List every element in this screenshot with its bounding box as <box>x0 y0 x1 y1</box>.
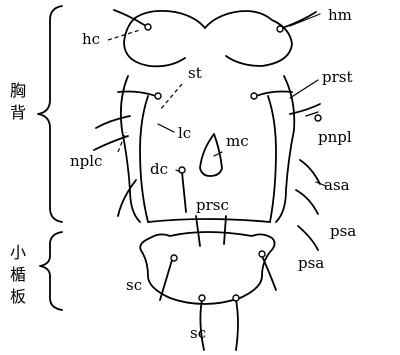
median-cone <box>200 134 222 176</box>
label-nplc: nplc <box>70 152 102 170</box>
thorax-outline <box>121 11 294 222</box>
svg-text:小: 小 <box>10 243 26 262</box>
label-dc: dc <box>150 160 168 178</box>
scutellum-brace <box>40 232 62 310</box>
acrostichal-bristles <box>296 160 320 214</box>
humeral-bristle-right <box>277 12 316 32</box>
label-mc: mc <box>226 132 249 150</box>
presutural-bristle-right <box>251 92 292 100</box>
label-sc-left: sc <box>126 276 142 294</box>
label-prst: prst <box>322 68 353 86</box>
svg-text:背: 背 <box>10 103 26 122</box>
thorax-dorsum-label: 胸 背 <box>10 81 26 122</box>
label-psa-lower: psa <box>298 254 324 272</box>
label-hc: hc <box>82 30 100 48</box>
dorsocentral-bristle <box>179 167 186 212</box>
presutural-bristle-left <box>118 92 161 100</box>
svg-text:楯: 楯 <box>10 265 26 284</box>
label-sc-bottom: sc <box>190 324 206 342</box>
thorax-brace <box>38 6 62 222</box>
scutellum-outline <box>140 232 274 304</box>
label-asa: asa <box>324 176 350 194</box>
label-hm: hm <box>328 6 352 24</box>
scutellum-label: 小 楯 板 <box>10 243 26 306</box>
label-lc: lc <box>178 124 191 142</box>
label-pnpl: pnpl <box>318 128 352 146</box>
prescutellar-bristles <box>196 216 226 246</box>
svg-text:板: 板 <box>10 287 26 306</box>
scutellar-bristle-left <box>160 255 177 300</box>
label-st: st <box>188 64 202 82</box>
svg-text:胸: 胸 <box>10 81 26 100</box>
label-prsc: prsc <box>196 196 229 214</box>
label-psa-upper: psa <box>330 222 356 240</box>
